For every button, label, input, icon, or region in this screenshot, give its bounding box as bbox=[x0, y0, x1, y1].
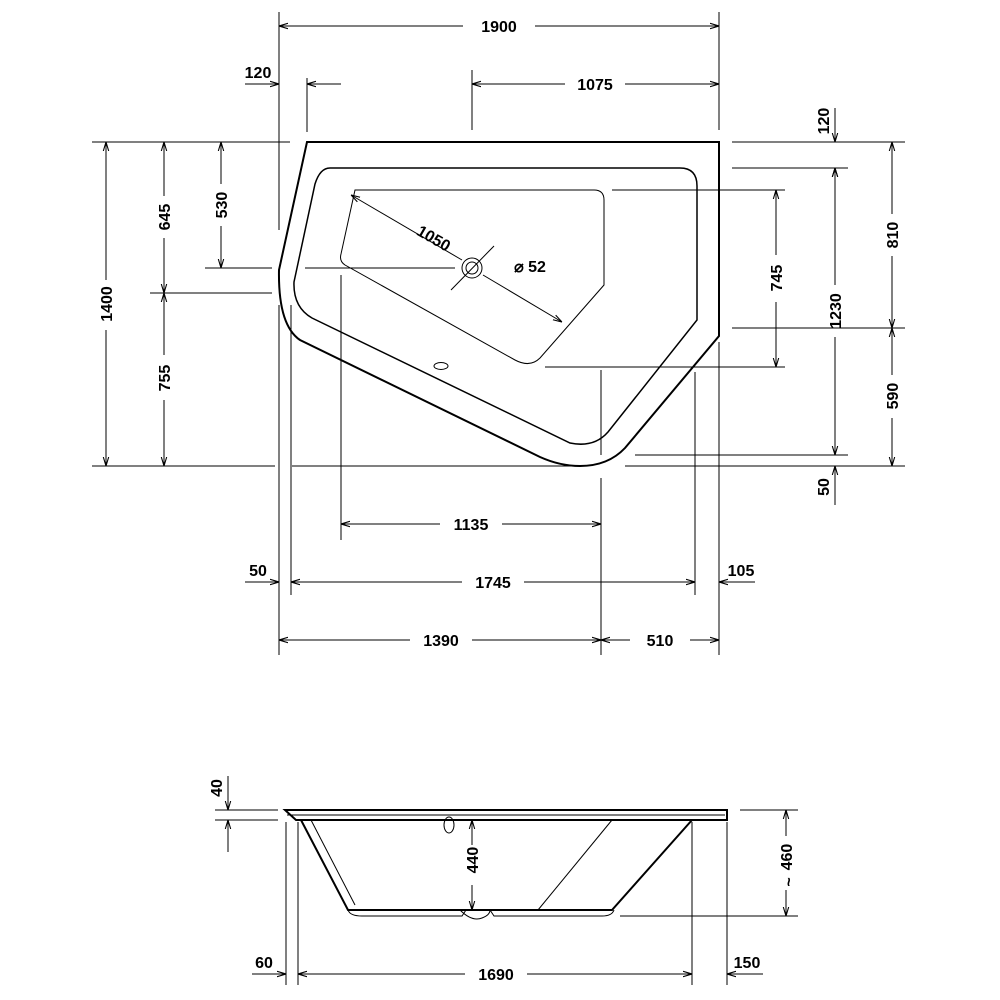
plan-view: 1900 120 1075 120 1400 645 530 755 1050 … bbox=[92, 12, 905, 655]
dim-right-upper-depth: 810 bbox=[885, 222, 902, 249]
dim-side-left-margin: 60 bbox=[255, 955, 273, 972]
tub-floor bbox=[340, 189, 605, 364]
drain bbox=[450, 245, 495, 291]
tub-inner-basin bbox=[293, 167, 698, 445]
dim-base-length: 1690 bbox=[478, 967, 514, 984]
dim-right-margin: 105 bbox=[728, 563, 755, 580]
tub-outer-rim bbox=[277, 141, 720, 468]
side-view: 40 440 460 ~ 60 1690 150 bbox=[209, 776, 798, 985]
dim-drain-diameter: ⌀ 52 bbox=[514, 259, 546, 276]
side-overflow bbox=[443, 816, 455, 834]
dim-right-lower-depth: 590 bbox=[885, 383, 902, 410]
overflow-opening bbox=[433, 362, 449, 370]
dim-side-right-margin: 150 bbox=[734, 955, 761, 972]
dim-overall-width: 1400 bbox=[99, 286, 116, 322]
dim-left-margin: 50 bbox=[249, 563, 267, 580]
dim-drain-from-right: 1075 bbox=[577, 77, 613, 94]
dim-inner-depth: 440 bbox=[465, 847, 482, 874]
dim-inner-right-height: 745 bbox=[769, 265, 786, 292]
dim-rim-to-drain: 530 bbox=[214, 192, 231, 219]
dim-inner-length: 1745 bbox=[475, 575, 511, 592]
dim-left-offset: 120 bbox=[245, 65, 272, 82]
dim-inner-lower-depth: 755 bbox=[157, 365, 174, 392]
approx-symbol: ~ bbox=[781, 877, 798, 886]
dim-rim-to-inner-top: 645 bbox=[157, 204, 174, 231]
dim-short-side: 510 bbox=[647, 633, 674, 650]
dim-overall-height: 460 bbox=[779, 844, 796, 871]
dim-rim-thickness: 40 bbox=[209, 779, 226, 797]
dim-inner-floor-length: 1135 bbox=[454, 517, 489, 534]
dim-right-inner-depth: 1230 bbox=[828, 293, 845, 329]
side-rim bbox=[282, 809, 728, 821]
dim-top-right-offset: 120 bbox=[816, 108, 833, 135]
side-body bbox=[300, 819, 693, 911]
dim-long-side: 1390 bbox=[423, 633, 459, 650]
dim-bottom-right-offset: 50 bbox=[816, 478, 833, 496]
dim-overall-length: 1900 bbox=[481, 19, 517, 36]
dim-inner-length-diagonal: 1050 bbox=[414, 223, 453, 256]
